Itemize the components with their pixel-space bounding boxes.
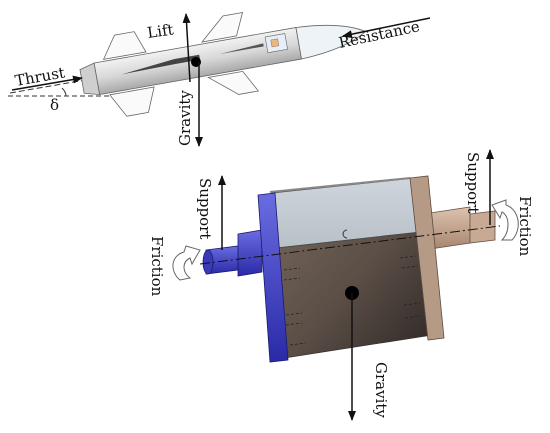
missile-gravity-label: Gravity — [176, 90, 194, 146]
angle-arc — [61, 87, 67, 97]
resistance-label: Resistance — [337, 17, 421, 52]
thrust-arrow — [11, 75, 83, 91]
angle-label: δ — [50, 96, 59, 114]
resistance-arrow — [342, 17, 431, 39]
right-shaft-tip — [469, 210, 496, 244]
cylinder-gravity-label: Gravity — [372, 362, 390, 418]
left-end-plate — [257, 192, 289, 363]
left-support-label: Support — [196, 178, 214, 239]
lift-label: Lift — [146, 20, 175, 41]
fin-bottom-rear — [109, 86, 155, 117]
right-friction-curl — [491, 199, 519, 241]
lift-arrow — [182, 13, 191, 83]
cylinder-figure: Support Friction Support Friction Gravit… — [148, 149, 534, 421]
right-friction-label: Friction — [516, 196, 534, 257]
right-shaft — [429, 206, 471, 250]
fin-top-front — [201, 12, 244, 43]
missile-tail — [79, 62, 101, 96]
left-friction-curl — [172, 245, 201, 281]
left-shaft-outer — [237, 229, 263, 277]
right-end-plate — [409, 175, 445, 341]
right-support-label: Support — [464, 152, 482, 213]
shaft-centerline — [199, 225, 501, 265]
fin-top-rear — [102, 31, 147, 60]
fin-bottom-front — [207, 70, 260, 95]
left-friction-label: Friction — [148, 236, 166, 297]
hidden-lines — [283, 255, 422, 346]
missile-figure: Lift Resistance Thrust Gravity δ — [8, 12, 431, 147]
missile-slot-2 — [219, 43, 264, 55]
missile-slot — [121, 54, 201, 75]
